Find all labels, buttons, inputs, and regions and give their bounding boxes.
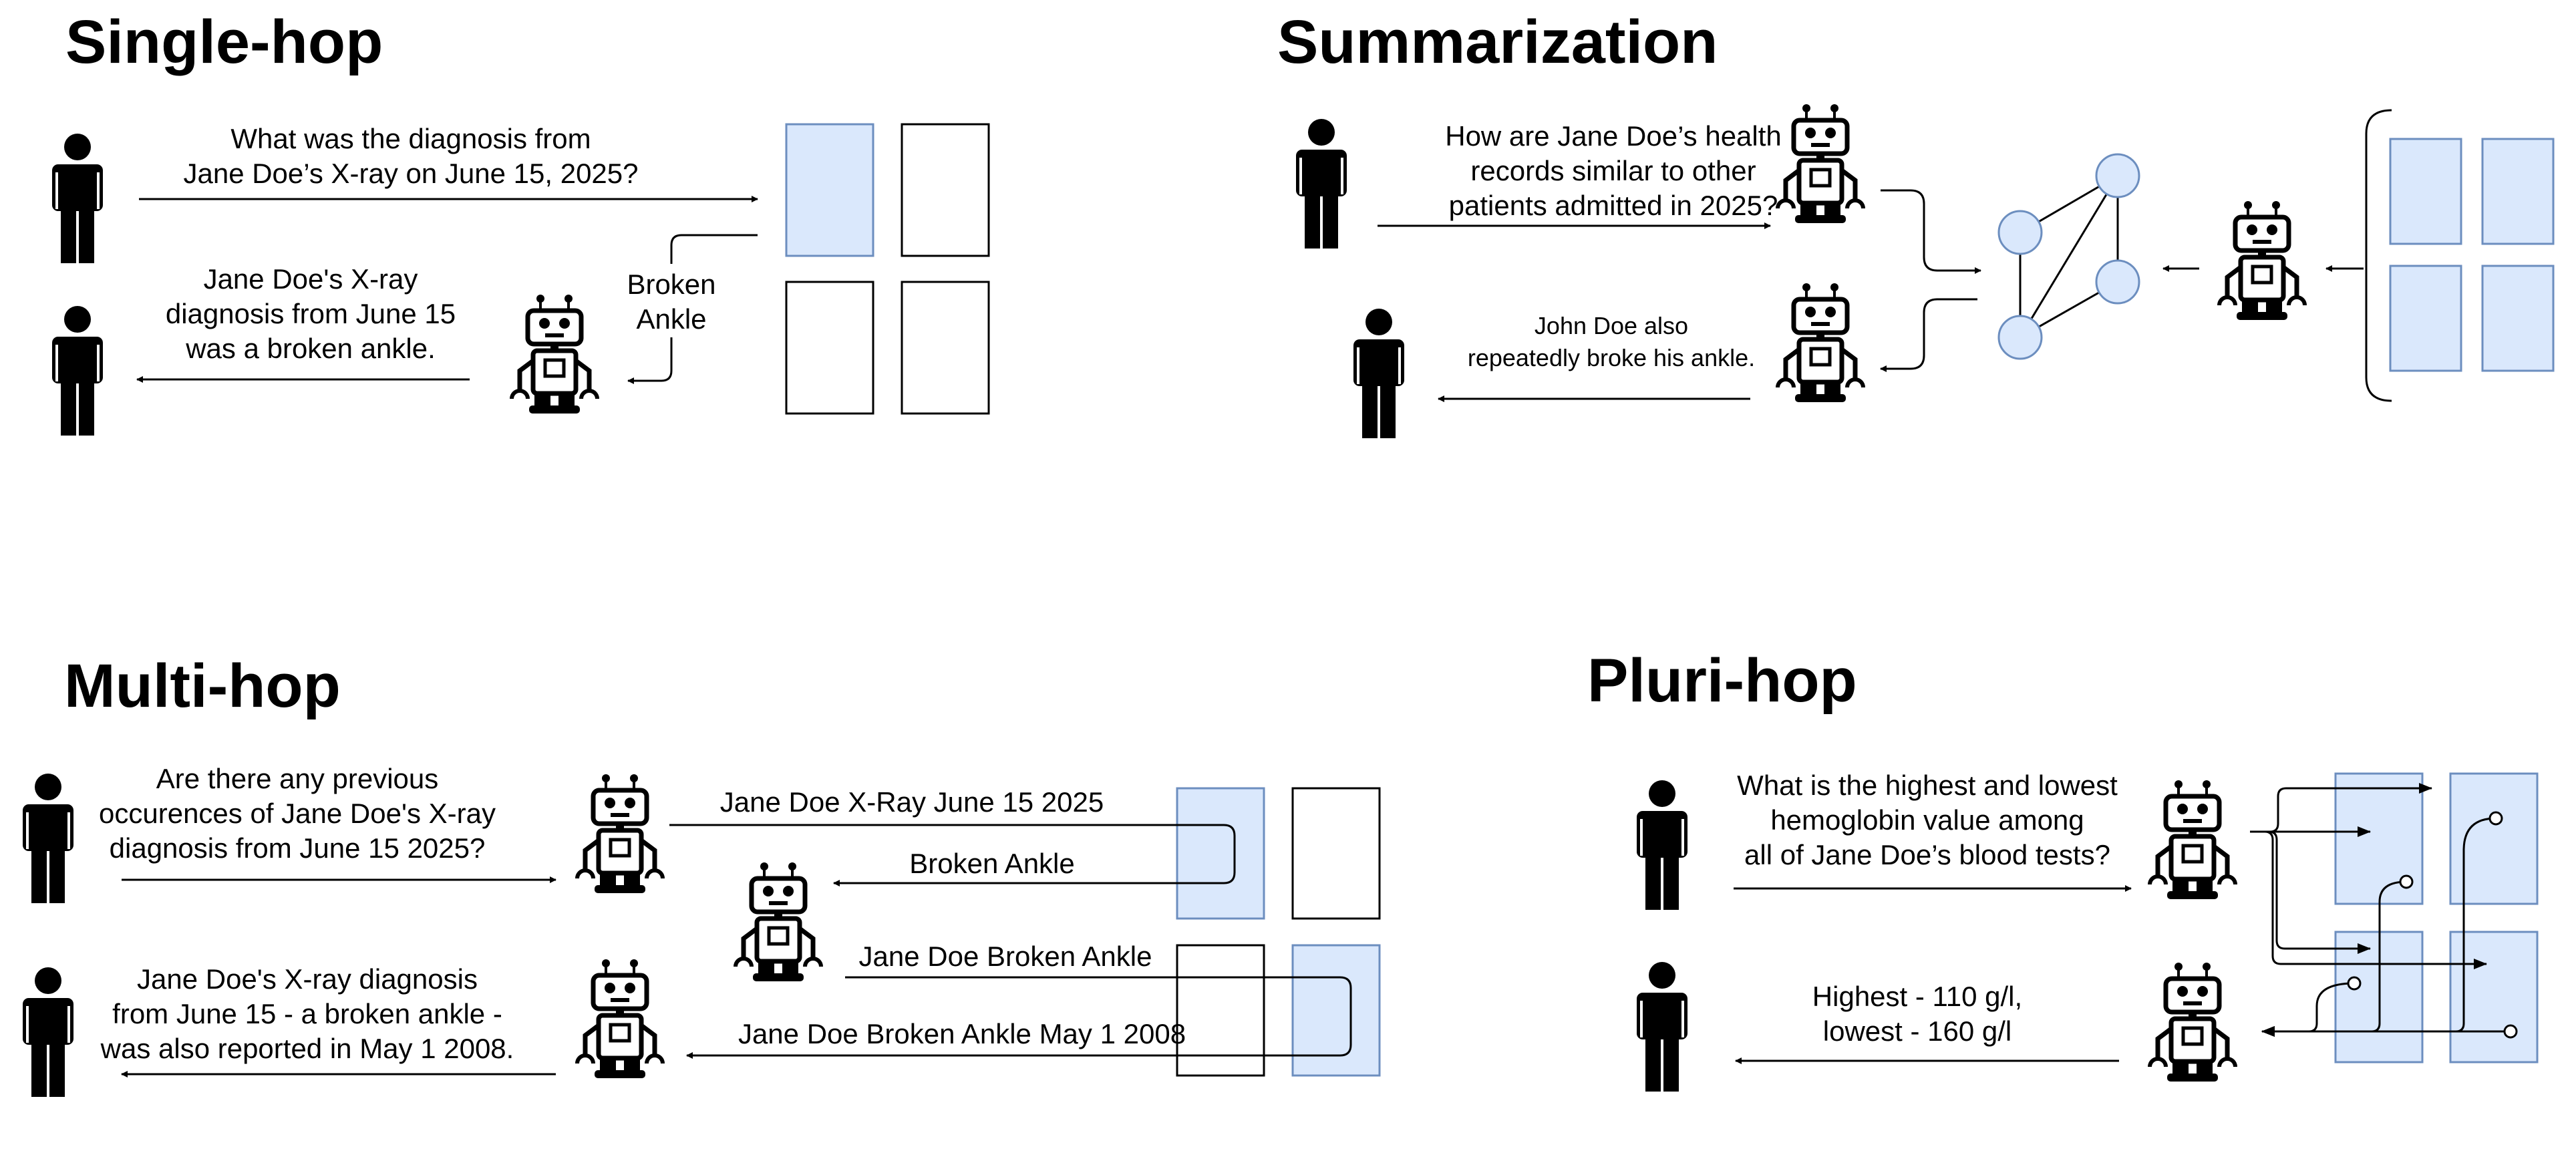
hop2-query: Jane Doe Broken Ankle bbox=[859, 941, 1152, 972]
panel-title: Single-hop bbox=[65, 8, 383, 76]
question-line: all of Jane Doe’s blood tests? bbox=[1744, 839, 2110, 870]
answer-line: was also reported in May 1 2008. bbox=[100, 1033, 514, 1064]
robot-icon bbox=[1778, 104, 1863, 223]
document bbox=[1176, 944, 1265, 1077]
user-icon bbox=[23, 967, 73, 1097]
corpus-bracket bbox=[2365, 109, 2392, 402]
panel-pluri-hop: Pluri-hop What is the highest and lowest… bbox=[1587, 647, 2539, 1092]
retrieved-document bbox=[1291, 944, 1381, 1077]
document bbox=[901, 281, 990, 415]
document bbox=[2481, 138, 2555, 245]
answer-line: was a broken ankle. bbox=[185, 333, 436, 364]
user-icon bbox=[1296, 119, 1347, 249]
question-line: hemoglobin value among bbox=[1770, 804, 2084, 836]
hop2-arrow bbox=[686, 976, 1352, 1059]
answer-line: Jane Doe's X-ray bbox=[204, 263, 418, 295]
robot-icon bbox=[512, 295, 597, 414]
document bbox=[901, 123, 990, 257]
knowledge-graph bbox=[1997, 153, 2140, 360]
panel-multi-hop: Multi-hop Are there any previous occuren… bbox=[23, 652, 1381, 1097]
document bbox=[2481, 265, 2555, 372]
user-icon bbox=[1353, 309, 1404, 438]
robot-icon bbox=[1778, 283, 1863, 402]
question-line: What was the diagnosis from bbox=[230, 123, 591, 154]
question-line: How are Jane Doe’s health bbox=[1445, 120, 1782, 152]
panel-title: Multi-hop bbox=[64, 652, 341, 720]
answer-line: from June 15 - a broken ankle - bbox=[112, 998, 502, 1029]
user-icon bbox=[1637, 780, 1687, 910]
hop1-query: Jane Doe X-Ray June 15 2025 bbox=[720, 786, 1104, 818]
question-line: What is the highest and lowest bbox=[1737, 770, 2118, 801]
answer-line: diagnosis from June 15 bbox=[166, 298, 456, 329]
retrieval-label-bg bbox=[621, 264, 721, 337]
hop1-arrow bbox=[669, 824, 1236, 886]
user-icon bbox=[23, 774, 73, 903]
question-line: Are there any previous bbox=[156, 763, 439, 794]
user-icon bbox=[52, 134, 103, 263]
robot-icon bbox=[2219, 201, 2305, 320]
question-line: Jane Doe’s X-ray on June 15, 2025? bbox=[183, 158, 638, 189]
question-line: records similar to other bbox=[1470, 155, 1756, 186]
panel-title: Summarization bbox=[1277, 8, 1718, 76]
user-icon bbox=[52, 306, 103, 436]
retrieved-document bbox=[1176, 787, 1265, 920]
document bbox=[1291, 787, 1381, 920]
answer-line: repeatedly broke his ankle. bbox=[1468, 344, 1755, 371]
answer-line: lowest - 160 g/l bbox=[1823, 1015, 2011, 1047]
document bbox=[785, 281, 874, 415]
graph-node bbox=[2095, 259, 2140, 305]
document bbox=[2389, 265, 2462, 372]
question-line: occurences of Jane Doe's X-ray bbox=[99, 798, 496, 829]
hop1-result: Broken Ankle bbox=[909, 848, 1075, 879]
graph-input-arrow bbox=[1881, 189, 1981, 274]
answer-line: John Doe also bbox=[1535, 312, 1688, 339]
user-icon bbox=[1637, 962, 1687, 1092]
retrieved-label-line: Ankle bbox=[636, 303, 706, 335]
panel-single-hop: Single-hop What was the diagnosis from J… bbox=[52, 8, 990, 436]
robot-icon bbox=[2150, 780, 2235, 899]
question-line: patients admitted in 2025? bbox=[1449, 190, 1778, 221]
robot-icon bbox=[2150, 963, 2235, 1082]
graph-node bbox=[1997, 210, 2043, 255]
document bbox=[2389, 138, 2462, 245]
return-arrows bbox=[2261, 811, 2518, 1039]
panel-title: Pluri-hop bbox=[1587, 647, 1857, 715]
question-line: diagnosis from June 15 2025? bbox=[110, 832, 486, 864]
answer-line: Jane Doe's X-ray diagnosis bbox=[137, 963, 478, 995]
hop2-result: Jane Doe Broken Ankle May 1 2008 bbox=[738, 1018, 1186, 1049]
graph-node bbox=[2095, 153, 2140, 198]
graph-node bbox=[1997, 315, 2043, 360]
robot-icon bbox=[577, 774, 663, 893]
document bbox=[2334, 772, 2424, 905]
robot-icon bbox=[577, 959, 663, 1078]
retrieved-document bbox=[785, 123, 874, 257]
graph-output-arrow bbox=[1880, 298, 1977, 372]
robot-icon bbox=[736, 862, 821, 981]
panel-summarization: Summarization How are Jane Doe’s health … bbox=[1277, 8, 2555, 438]
answer-line: Highest - 110 g/l, bbox=[1812, 981, 2022, 1012]
retrieved-label-line: Broken bbox=[627, 269, 715, 300]
